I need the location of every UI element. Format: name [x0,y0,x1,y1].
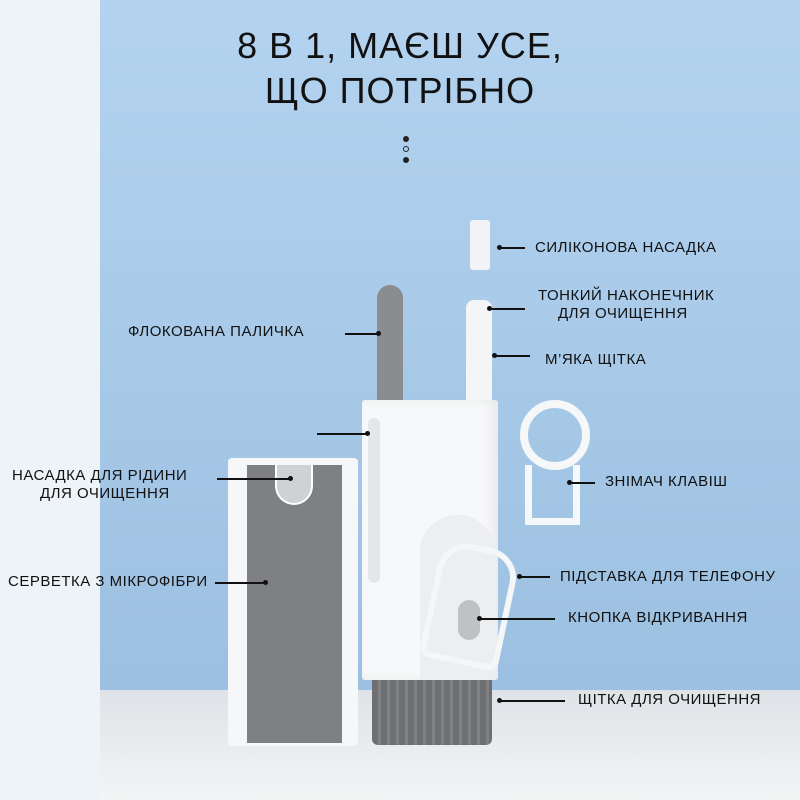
cleaning-brush [372,680,492,745]
label-thin-tip-line2: ДЛЯ ОЧИЩЕННЯ [558,305,688,322]
label-phone-stand: ПІДСТАВКА ДЛЯ ТЕЛЕФОНУ [560,568,776,585]
leader-line [487,306,525,311]
flocked-stick [377,285,403,415]
label-silicone-tip: СИЛІКОНОВА НАСАДКА [535,239,717,256]
leader-line [497,698,565,703]
label-microfiber-cloth: СЕРВЕТКА З МІКРОФІБРИ [8,573,208,590]
key-puller-legs [525,465,580,525]
label-thin-tip: ТОНКИЙ НАКОНЕЧНИК [538,287,715,304]
side-clip [368,418,380,583]
leader-line [217,476,293,481]
leader-line [492,353,530,358]
page-title-line2: ЩО ПОТРІБНО [264,70,536,111]
label-flocked-stick: ФЛОКОВАНА ПАЛИЧКА [128,323,305,340]
spray-nozzle [275,465,313,505]
silicone-tip [470,220,490,270]
leader-line [497,245,525,250]
leader-line [567,480,595,485]
microfiber-cloth [247,465,342,743]
thin-tip-pen [466,300,492,415]
button-recess [420,515,495,680]
key-puller-ring [520,400,590,470]
label-open-button: КНОПКА ВІДКРИВАННЯ [568,609,748,626]
leader-line [345,331,381,336]
label-cleaning-brush: ЩІТКА ДЛЯ ОЧИЩЕННЯ [578,691,761,708]
label-spray-nozzle-line2: ДЛЯ ОЧИЩЕННЯ [40,485,170,502]
leader-line [517,574,550,579]
decor-dot [403,136,409,142]
leader-line [317,431,370,436]
leader-line [215,580,268,585]
open-button [458,600,480,640]
page-title-line1: 8 В 1, МАЄШ УСЕ, [237,25,563,66]
leader-line [477,616,555,621]
label-spray-nozzle: НАСАДКА ДЛЯ РІДИНИ [12,467,188,484]
decor-dot [403,157,409,163]
label-soft-brush: М’ЯКА ЩІТКА [545,351,647,368]
label-key-puller: ЗНІМАЧ КЛАВІШ [605,473,728,490]
decor-dot [403,146,409,152]
